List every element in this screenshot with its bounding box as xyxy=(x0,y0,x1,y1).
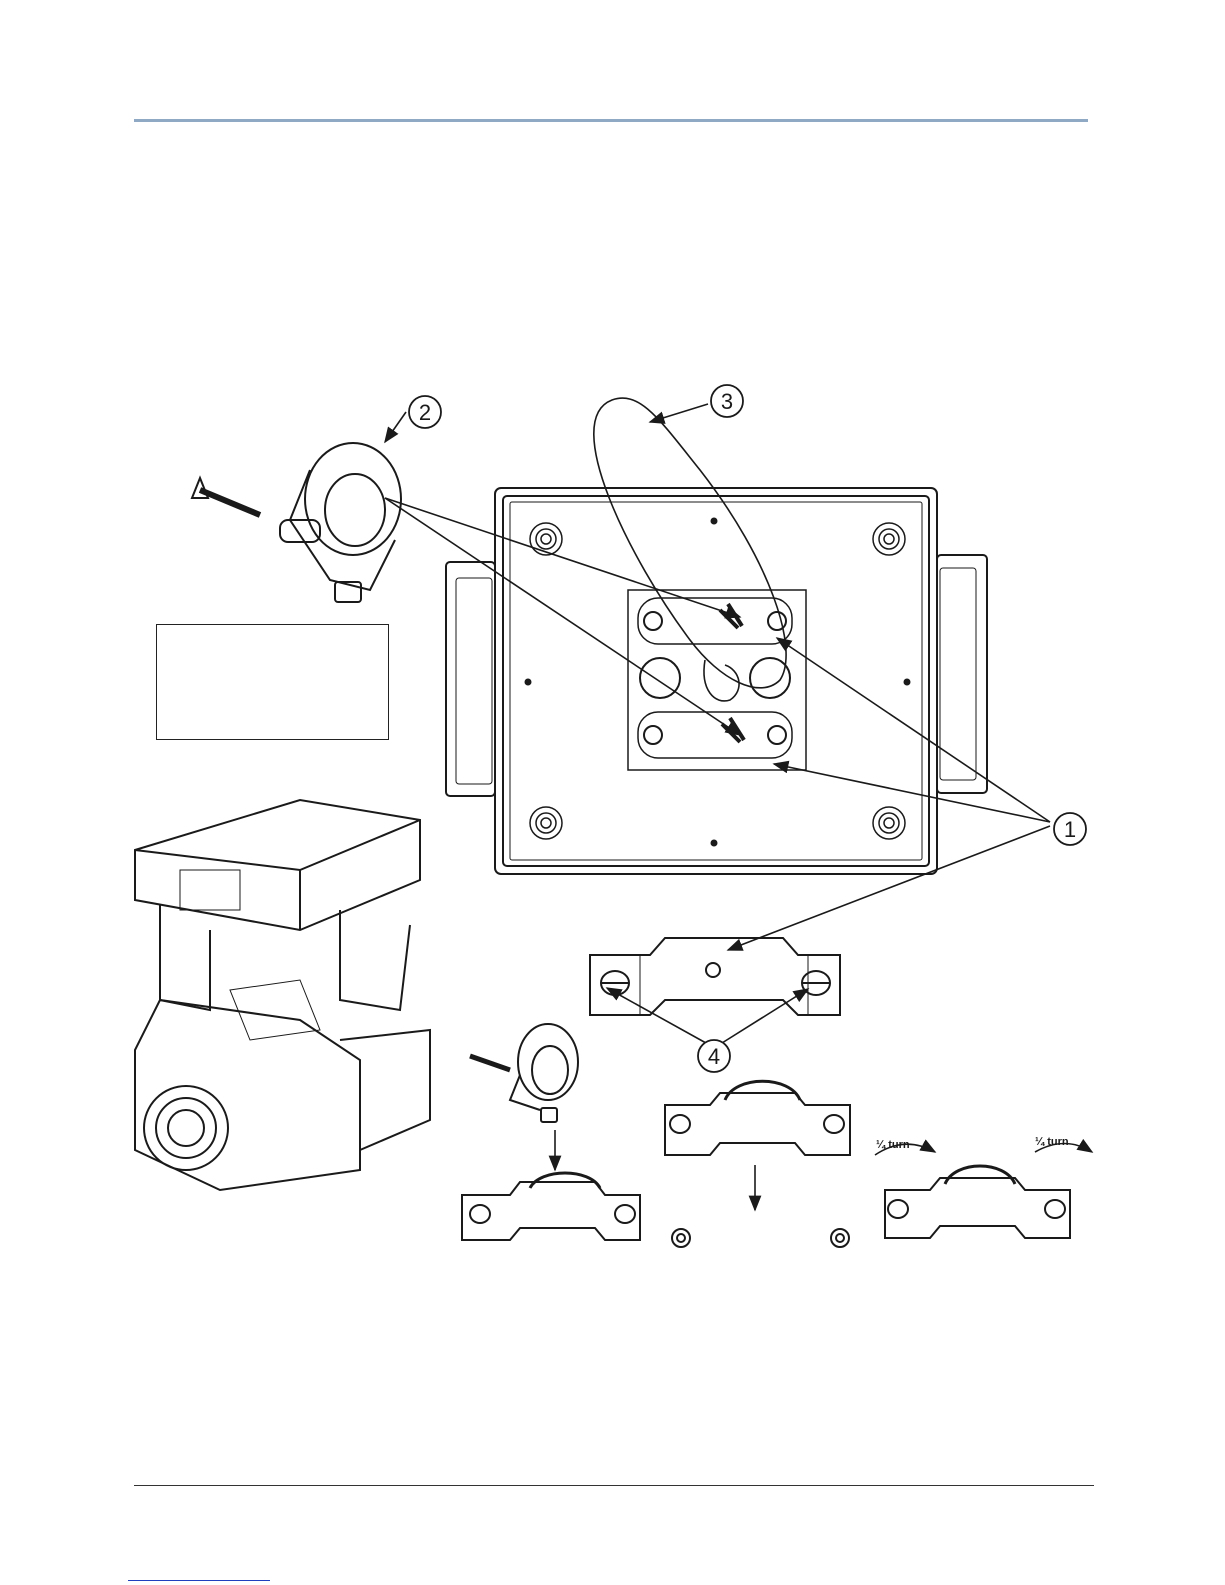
clamp-icon xyxy=(192,443,401,602)
quarter-turn-label-left: ¼ turn xyxy=(876,1139,910,1151)
footer-link-underline xyxy=(128,1580,270,1581)
omega-bracket-icon xyxy=(462,1173,640,1240)
omega-bracket-icon xyxy=(665,1081,850,1155)
callout-4-label: 4 xyxy=(708,1044,720,1069)
moving-head-fixture-icon xyxy=(135,800,430,1190)
clamp-icon xyxy=(470,1024,578,1122)
callout-2-label: 2 xyxy=(419,400,431,425)
omega-bracket-icon xyxy=(590,938,840,1015)
footer-rule xyxy=(134,1485,1094,1486)
omega-bracket-icon xyxy=(885,1166,1070,1238)
safety-cable-icon xyxy=(594,398,786,701)
callout-3-label: 3 xyxy=(721,389,733,414)
callout-1-label: 1 xyxy=(1064,817,1076,842)
quarter-turn-label-right: ¼ turn xyxy=(1035,1136,1069,1148)
